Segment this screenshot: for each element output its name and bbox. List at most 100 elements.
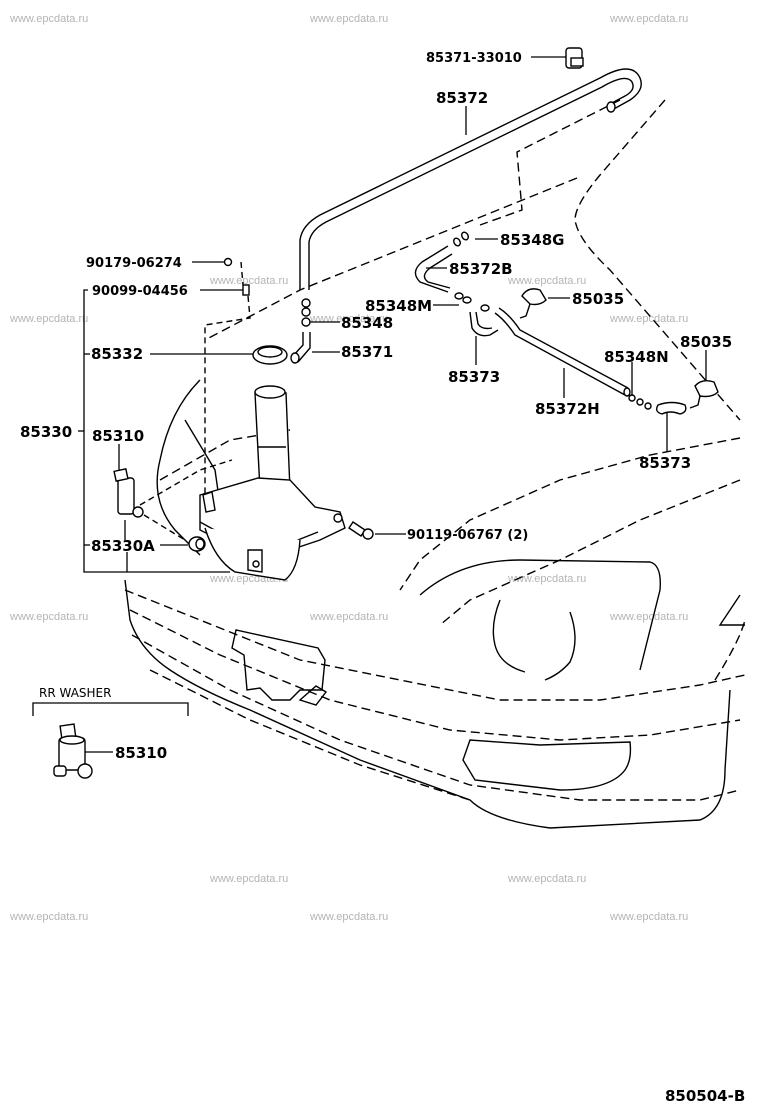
clip-detail [570,57,584,67]
fog-lamp [462,739,632,791]
grommet-85330A-inner [195,538,205,550]
callout-85035-b[interactable]: 85035 [680,333,732,351]
tank-clip [202,491,216,513]
callout-85371-33010[interactable]: 85371-33010 [426,51,522,66]
bumper-outline [124,579,731,829]
joint-85348M-ring [480,304,490,312]
watermark: www.epcdata.ru [507,573,586,585]
hose-85373-b [655,401,687,415]
watermark: www.epcdata.ru [609,911,688,923]
callout-85371[interactable]: 85371 [341,343,393,361]
nozzle-85035-a-stem [519,303,531,319]
filler-neck [254,392,291,491]
figure-code: 850504-B [665,1087,745,1105]
watermark: www.epcdata.ru [507,873,586,885]
grommet-90099-04456-icon [242,284,250,296]
joint-85348M-icon [454,292,464,300]
callout-85372B[interactable]: 85372B [449,260,513,278]
callout-85310-rr[interactable]: 85310 [115,744,167,762]
watermark: www.epcdata.ru [309,13,388,25]
watermark: www.epcdata.ru [309,611,388,623]
hose-85373-a [469,311,499,337]
watermark: www.epcdata.ru [9,911,88,923]
joint-ring [301,298,311,308]
watermark: www.epcdata.ru [609,611,688,623]
hose-85372H-end [623,387,631,397]
rr-pump-top [59,735,85,745]
bumper-line-4 [149,669,471,801]
pump-outlet [132,506,144,518]
hood-edge-right [574,99,741,421]
callout-85035-a[interactable]: 85035 [572,290,624,308]
hood-front-line-2 [439,479,741,626]
headlamp-outline [419,559,661,671]
assembly-dash [143,514,186,541]
tank-bracket-hole [252,560,260,568]
pump-connector [113,468,129,482]
nozzle-85035-a-icon [521,288,547,306]
assembly-dash [204,295,251,500]
bumper-line-3 [131,634,741,801]
bumper-line-1 [124,589,746,701]
grille-corner [718,594,745,626]
nozzle-85035-b-icon [694,379,719,398]
nut-90179-06274-icon [223,257,233,267]
joint-85348G-icon [453,237,461,247]
bolt-90119-06767-icon [348,521,374,540]
hose-85372-inner [308,77,634,290]
joint-85348N-ring [636,398,644,406]
watermark: www.epcdata.ru [609,13,688,25]
cap-85332-top [257,346,283,358]
callout-85330[interactable]: 85330 [20,423,72,441]
callout-90179-06274[interactable]: 90179-06274 [86,256,182,271]
callout-85372[interactable]: 85372 [436,89,488,107]
callout-85373-b[interactable]: 85373 [639,454,691,472]
joint-ring [301,317,311,327]
watermark: www.epcdata.ru [9,611,88,623]
hose-end [606,101,616,113]
callout-85348M[interactable]: 85348M [365,297,432,315]
hose-85371-end [290,352,300,364]
bolt-shank [348,521,366,537]
fender-left [156,379,201,556]
watermark: www.epcdata.ru [609,313,688,325]
bumper-side [714,619,746,681]
bracket-clip [298,685,328,706]
callout-85348[interactable]: 85348 [341,314,393,332]
callout-90099-04456[interactable]: 90099-04456 [92,284,188,299]
callout-85348N[interactable]: 85348N [604,348,669,366]
bolt-head [362,528,374,540]
joint-85348G-ring [461,231,469,241]
callout-85348G[interactable]: 85348G [500,231,565,249]
leader-lines [78,56,707,573]
assembly-dash [139,459,233,506]
headlamp-washer-hoses [414,231,719,415]
part-callouts: 85371-33010 85372 85348G 90179-06274 853… [20,51,732,555]
callout-90119-06767[interactable]: 90119-06767 (2) [407,528,528,543]
joint-85348 [301,298,311,327]
callout-85332[interactable]: 85332 [91,345,143,363]
callout-85310[interactable]: 85310 [92,427,144,445]
hood-inner-line [479,99,621,226]
joint-85348M-ring [462,296,472,304]
nozzle-85035-b-stem [689,395,701,409]
watermark: www.epcdata.ru [9,13,88,25]
callout-85372H[interactable]: 85372H [535,400,600,418]
joint-ring [301,307,311,317]
hood-front-line [399,437,741,591]
hose-85373-a-inner [475,311,493,330]
license-bracket [231,629,326,701]
rr-pump-base [53,765,67,777]
filler-neck-top [254,385,286,399]
callout-85373-a[interactable]: 85373 [448,368,500,386]
rr-pump-outlet [77,763,93,779]
pump-85310 [113,468,144,518]
headlamp-lens-left [492,599,526,673]
main-hose-85372 [299,47,642,290]
watermark: www.epcdata.ru [209,873,288,885]
callout-85330A[interactable]: 85330A [91,537,155,555]
pump-body [117,477,135,515]
watermarks: www.epcdata.ru www.epcdata.ru www.epcdat… [9,13,688,923]
watermark: www.epcdata.ru [209,275,288,287]
